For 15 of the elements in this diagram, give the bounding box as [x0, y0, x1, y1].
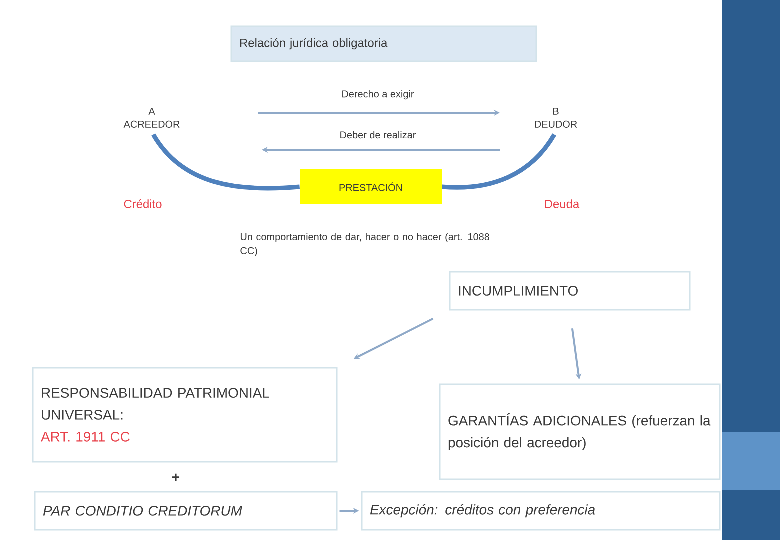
note-text: Un comportamiento de dar, hacer o no hacer (art. 1088 CC): [240, 233, 490, 256]
note-label: Deuda: [545, 200, 580, 208]
arrow-label: Derecho a exigir: [342, 90, 414, 100]
process-box: Excepción: créditos con preferencia: [361, 491, 721, 531]
process-box: RESPONSABILIDAD PATRIMONIAL UNIVERSAL: ART. 1911 CC: [32, 367, 338, 463]
plus-sign: +: [172, 474, 180, 481]
note-label: Crédito: [124, 200, 162, 208]
party-label: A ACREEDOR: [124, 108, 180, 128]
process-box: INCUMPLIMIENTO: [449, 271, 691, 311]
arrow-label: Deber de realizar: [340, 131, 416, 139]
process-box: GARANTÍAS ADICIONALES (refuerzan la posición del acreedor): [439, 384, 721, 480]
party-label: B DEUDOR: [535, 108, 578, 128]
title-box: Relación jurídica obligatoria: [230, 26, 538, 62]
process-box: PAR CONDITIO CREDITORUM: [34, 491, 338, 531]
highlight-box: PRESTACIÓN: [300, 170, 442, 204]
